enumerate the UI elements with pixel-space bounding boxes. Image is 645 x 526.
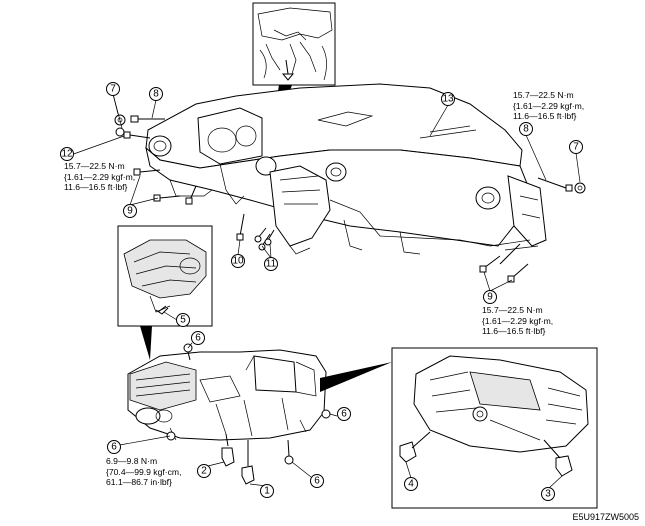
torque-line: 11.6—16.5 ft·lbf}: [64, 182, 128, 192]
callout-number: 10: [232, 256, 244, 267]
callout-number: 12: [61, 149, 73, 160]
callout-5: 5: [176, 313, 190, 327]
callout-2: 2: [197, 464, 211, 478]
callout-number: 13: [442, 94, 454, 105]
torque-line: 6.9—9.8 N·m: [106, 456, 158, 466]
torque-line: 11.6—16.5 ft·lbf}: [482, 326, 546, 336]
callout-number: 2: [201, 466, 207, 477]
callout-number: 7: [573, 142, 579, 153]
callout-number: 3: [545, 489, 551, 500]
callout-7-right: 7: [569, 140, 583, 154]
callout-8-right: 8: [519, 122, 533, 136]
callout-11: 11: [264, 257, 278, 271]
inset-left-detail: [117, 225, 213, 360]
callout-7-upper-left: 7: [106, 82, 120, 96]
dashboard-panel: [145, 83, 547, 265]
callout-10: 10: [231, 254, 245, 268]
torque-line: 15.7—22.5 N·m: [64, 161, 125, 171]
torque-line: 15.7—22.5 N·m: [513, 90, 574, 100]
callout-6-right: 6: [337, 407, 351, 421]
callout-number: 6: [111, 442, 117, 453]
torque-spec-upper-right: 15.7—22.5 N·m {1.61—2.29 kgf·m, 11.6—16.…: [513, 90, 584, 122]
callout-9-right: 9: [483, 290, 497, 304]
callout-number: 9: [127, 206, 133, 217]
callout-number: 11: [266, 259, 277, 270]
callout-6-top: 6: [191, 331, 205, 345]
torque-spec-bottom-left: 6.9—9.8 N·m {70.4—99.9 kgf·cm, 61.1—86.7…: [106, 456, 181, 488]
callout-number: 8: [153, 89, 159, 100]
callout-number: 6: [195, 333, 201, 344]
callout-6-bottom: 6: [310, 474, 324, 488]
callout-1: 1: [260, 484, 274, 498]
torque-spec-lower-right: 15.7—22.5 N·m {1.61—2.29 kgf·m, 11.6—16.…: [482, 305, 553, 337]
callout-12: 12: [60, 147, 74, 161]
callout-6-left: 6: [107, 440, 121, 454]
hvac-unit: [127, 343, 392, 485]
callout-3: 3: [541, 487, 555, 501]
callout-4: 4: [404, 477, 418, 491]
torque-line: {1.61—2.29 kgf·m,: [64, 171, 136, 182]
torque-line: 61.1—86.7 in·lbf}: [106, 477, 172, 487]
callout-13: 13: [441, 92, 455, 106]
figure-code: E5U917ZW5005: [572, 512, 639, 522]
torque-spec-left: 15.7—22.5 N·m {1.61—2.29 kgf·m, 11.6—16.…: [64, 161, 135, 193]
torque-line: 15.7—22.5 N·m: [482, 305, 543, 315]
callout-number: 5: [180, 315, 186, 326]
callout-8-upper-left: 8: [149, 87, 163, 101]
callout-number: 9: [487, 292, 493, 303]
leader-lines: [67, 93, 581, 490]
torque-line: {70.4—99.9 kgf·cm,: [106, 466, 182, 477]
torque-line: {1.61—2.29 kgf·m,: [513, 100, 585, 111]
callout-number: 7: [110, 84, 116, 95]
callout-number: 6: [341, 409, 347, 420]
torque-line: {1.61—2.29 kgf·m,: [482, 315, 554, 326]
inset-lower-right-detail: [391, 347, 598, 509]
callout-number: 8: [523, 124, 529, 135]
callout-number: 1: [264, 486, 270, 497]
callout-9-left: 9: [123, 204, 137, 218]
torque-line: 11.6—16.5 ft·lbf}: [513, 111, 577, 121]
callout-number: 4: [408, 479, 414, 490]
fasteners: [114, 114, 586, 283]
callout-number: 6: [314, 476, 320, 487]
